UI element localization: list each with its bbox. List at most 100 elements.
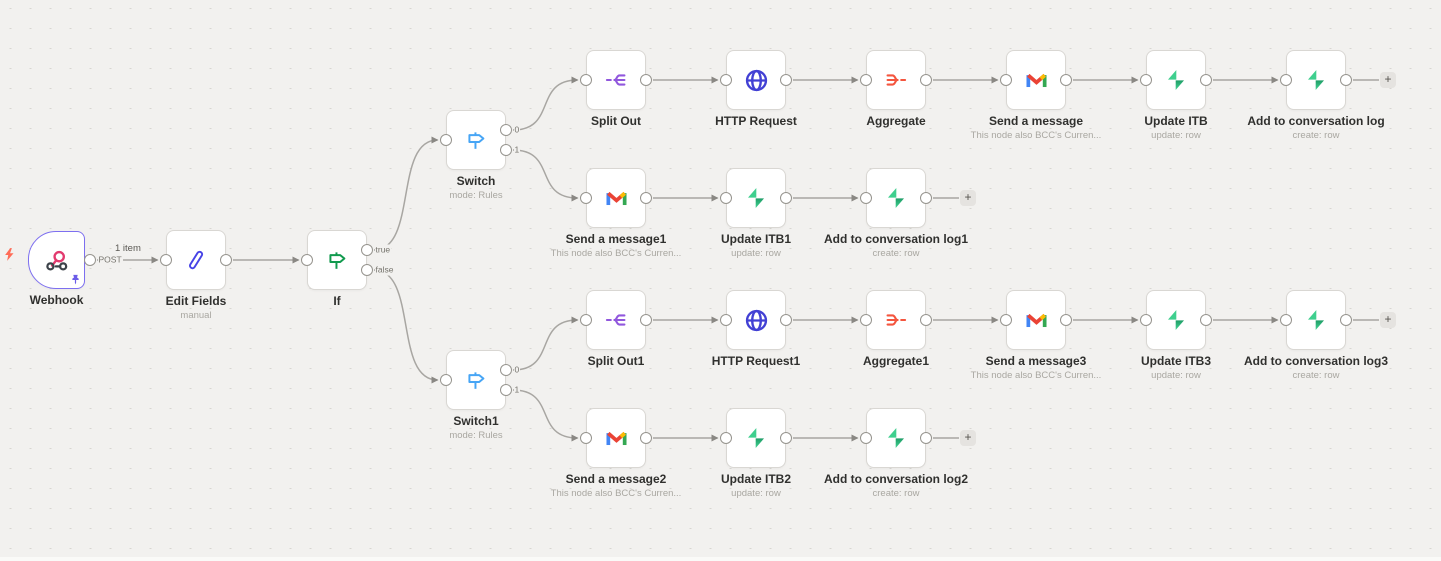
output-port[interactable] bbox=[500, 144, 512, 156]
webhook-icon bbox=[43, 247, 70, 274]
input-port[interactable] bbox=[860, 74, 872, 86]
node-title: Aggregate1 bbox=[862, 354, 930, 368]
input-port[interactable] bbox=[301, 254, 313, 266]
output-port[interactable] bbox=[780, 314, 792, 326]
node-split-out1[interactable]: Split Out1 bbox=[586, 290, 646, 368]
input-port[interactable] bbox=[580, 192, 592, 204]
output-port[interactable] bbox=[640, 432, 652, 444]
output-port[interactable] bbox=[1340, 74, 1352, 86]
output-port[interactable] bbox=[1060, 74, 1072, 86]
supabase-icon bbox=[1163, 67, 1189, 93]
connection-wire[interactable] bbox=[512, 389, 579, 442]
node-split-out[interactable]: Split Out bbox=[586, 50, 646, 128]
add-node-button[interactable]: + bbox=[960, 190, 976, 206]
output-port-label: false bbox=[374, 264, 395, 276]
signpost-icon bbox=[464, 368, 489, 393]
add-node-button[interactable]: + bbox=[1380, 312, 1396, 328]
input-port[interactable] bbox=[860, 314, 872, 326]
output-port[interactable] bbox=[1200, 74, 1212, 86]
input-port[interactable] bbox=[1140, 74, 1152, 86]
node-if[interactable]: If bbox=[307, 230, 367, 308]
input-port[interactable] bbox=[440, 374, 452, 386]
input-port[interactable] bbox=[1000, 314, 1012, 326]
node-http-request1[interactable]: HTTP Request1 bbox=[712, 290, 800, 368]
connection-wire[interactable] bbox=[512, 76, 579, 131]
input-port[interactable] bbox=[1140, 314, 1152, 326]
split-icon bbox=[603, 67, 629, 93]
node-title: Switch bbox=[456, 174, 496, 188]
node-aggregate1[interactable]: Aggregate1 bbox=[863, 290, 929, 368]
output-port-label: 1 bbox=[513, 144, 521, 156]
input-port[interactable] bbox=[720, 314, 732, 326]
output-port[interactable] bbox=[780, 74, 792, 86]
connection-wire[interactable] bbox=[512, 316, 579, 371]
output-port[interactable] bbox=[920, 74, 932, 86]
output-port[interactable] bbox=[920, 314, 932, 326]
input-port[interactable] bbox=[860, 432, 872, 444]
input-port[interactable] bbox=[580, 432, 592, 444]
output-port[interactable] bbox=[1340, 314, 1352, 326]
node-title: HTTP Request1 bbox=[711, 354, 801, 368]
output-port[interactable] bbox=[500, 384, 512, 396]
output-port[interactable] bbox=[780, 192, 792, 204]
input-port[interactable] bbox=[160, 254, 172, 266]
connection-items-label: 1 item bbox=[113, 243, 143, 255]
input-port[interactable] bbox=[580, 314, 592, 326]
add-node-button[interactable]: + bbox=[960, 430, 976, 446]
output-port[interactable] bbox=[640, 74, 652, 86]
input-port[interactable] bbox=[720, 192, 732, 204]
connection-wire[interactable] bbox=[512, 149, 579, 202]
node-http-request[interactable]: HTTP Request bbox=[715, 50, 797, 128]
output-port[interactable] bbox=[640, 192, 652, 204]
input-port[interactable] bbox=[580, 74, 592, 86]
output-port[interactable] bbox=[500, 124, 512, 136]
output-port[interactable] bbox=[1200, 314, 1212, 326]
input-port[interactable] bbox=[440, 134, 452, 146]
input-port[interactable] bbox=[1280, 74, 1292, 86]
node-title: Send a message bbox=[988, 114, 1084, 128]
output-port[interactable] bbox=[780, 432, 792, 444]
output-port-label: 0 bbox=[513, 124, 521, 136]
node-aggregate[interactable]: Aggregate bbox=[866, 50, 926, 128]
input-port[interactable] bbox=[720, 74, 732, 86]
supabase-icon bbox=[1303, 307, 1329, 333]
input-port[interactable] bbox=[860, 192, 872, 204]
output-port[interactable] bbox=[1060, 314, 1072, 326]
output-port[interactable] bbox=[500, 364, 512, 376]
output-port-label: 0 bbox=[513, 364, 521, 376]
input-port[interactable] bbox=[1280, 314, 1292, 326]
output-port[interactable] bbox=[220, 254, 232, 266]
output-port[interactable] bbox=[361, 244, 373, 256]
output-port[interactable] bbox=[920, 432, 932, 444]
node-webhook[interactable]: Webhook bbox=[28, 231, 85, 307]
input-port[interactable] bbox=[1000, 74, 1012, 86]
output-port[interactable] bbox=[640, 314, 652, 326]
output-port[interactable] bbox=[361, 264, 373, 276]
output-port-label: true bbox=[374, 244, 392, 256]
gmail-icon bbox=[1023, 307, 1050, 334]
input-port[interactable] bbox=[720, 432, 732, 444]
pin-icon bbox=[71, 274, 80, 285]
add-node-button[interactable]: + bbox=[1380, 72, 1396, 88]
connection-wire[interactable] bbox=[373, 136, 439, 251]
output-port[interactable] bbox=[84, 254, 96, 266]
node-title: Add to conversation log2 bbox=[823, 472, 969, 486]
connection-wire[interactable] bbox=[373, 269, 439, 384]
output-port[interactable] bbox=[920, 192, 932, 204]
